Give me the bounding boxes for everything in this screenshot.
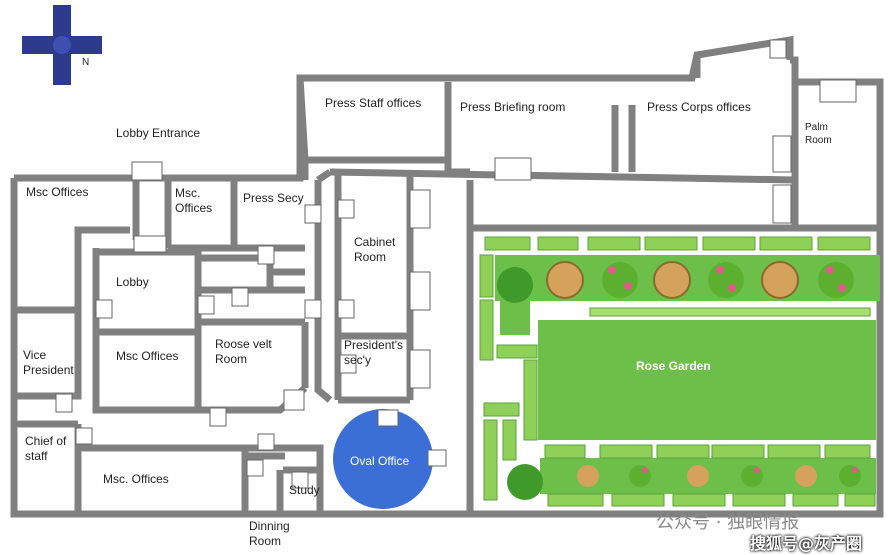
compass-north-label: N: [82, 57, 90, 68]
room-lobby-entrance: Lobby Entrance: [116, 126, 201, 140]
oval-office-shape: [333, 409, 433, 509]
room-msc-offices-mid: Msc Offices: [116, 349, 179, 363]
room-dinning: Dinning Room: [249, 519, 290, 548]
room-msc-offices-bottom: Msc. Offices: [103, 472, 169, 486]
rose-garden-lawn: [538, 320, 876, 440]
walls: [10, 35, 884, 518]
room-palm: Palm Room: [805, 122, 832, 146]
doors: [55, 39, 857, 489]
room-chief-of-staff: Chief of staff: [25, 434, 67, 463]
room-roosevelt: Roose velt Room: [215, 337, 272, 366]
watermark-line1: 公众号 · 独眼情报: [656, 512, 800, 533]
room-press-corps: Press Corps offices: [647, 100, 751, 114]
room-oval-office: Oval Office: [350, 454, 410, 468]
room-press-secy: Press Secy: [243, 191, 304, 205]
compass-icon: [22, 5, 102, 85]
hedge-row: [589, 307, 871, 317]
watermark-line2: 搜狐号@灰产圈: [750, 534, 863, 553]
room-press-staff: Press Staff offices: [325, 96, 422, 110]
room-presidents-secy: President's sec'y: [344, 338, 403, 367]
room-rose-garden: Rose Garden: [636, 359, 711, 373]
room-msc-offices-top: Msc Offices: [26, 185, 89, 199]
garden-plants: [497, 261, 861, 500]
room-study: Study: [289, 483, 320, 497]
room-press-briefing: Press Briefing room: [460, 100, 566, 114]
room-lobby: Lobby: [116, 275, 149, 289]
hedges: [479, 236, 876, 507]
room-msc-offices-small: Msc. Offices: [175, 186, 213, 215]
room-cabinet: Cabinet Room: [354, 235, 396, 264]
room-vice-president: Vice President: [23, 348, 74, 377]
